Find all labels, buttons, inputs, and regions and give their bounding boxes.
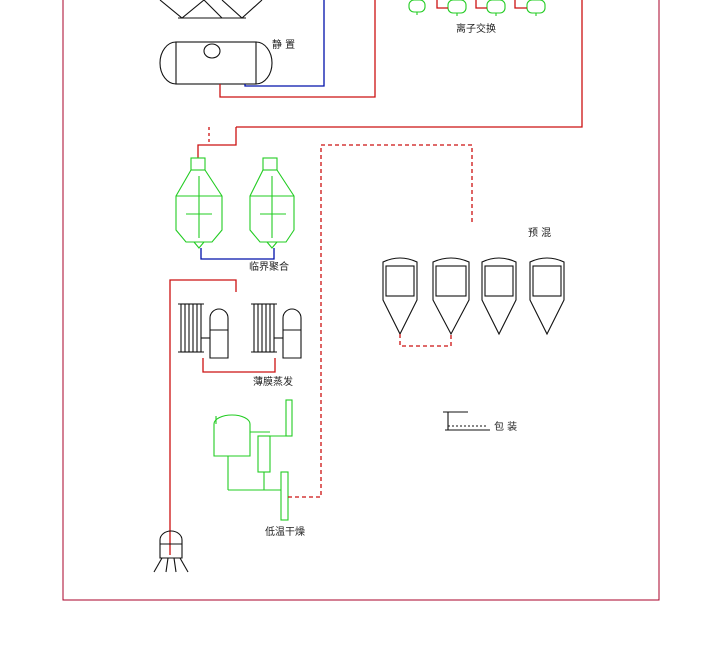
premix-silo-2 [432, 257, 470, 336]
label-settling: 静 置 [272, 38, 295, 51]
packaging-machine [443, 411, 490, 431]
reactor-left [175, 157, 223, 249]
ion-exchange-columns [408, 0, 546, 16]
pipe-reactors-outlet-blue [200, 248, 275, 260]
pipe-silos-to-packaging-dashed [399, 334, 452, 347]
premix-silos [382, 257, 565, 336]
pipe-settling-red [219, 0, 376, 98]
label-premix: 预 混 [528, 227, 551, 239]
premix-silo-3 [481, 257, 517, 336]
ion-exchange-pipes [436, 0, 527, 9]
premix-silo-4 [529, 257, 565, 336]
pipe-evaporators-outlet-red [202, 358, 276, 373]
label-ion-exchange: 离子交换 [456, 22, 496, 35]
pipe-reactor-manifold [197, 127, 237, 158]
label-packaging: 包 装 [494, 420, 517, 433]
storage-tank [153, 530, 189, 573]
premix-silo-1 [382, 257, 418, 336]
pipe-settling-blue [244, 0, 325, 87]
pipe-to-evaporators-red [169, 279, 237, 555]
diagram-frame [62, 0, 660, 601]
label-thin-film-evaporation: 薄膜蒸发 [253, 375, 293, 388]
label-critical-polymerization: 临界聚合 [249, 260, 289, 273]
pipe-ion-exchange-to-reactors [236, 0, 583, 128]
reactor-right [249, 157, 295, 249]
label-low-temp-drying: 低温干燥 [265, 525, 305, 538]
low-temp-dryer [213, 399, 293, 521]
settling-tank [159, 0, 273, 85]
thin-film-evaporators [178, 303, 302, 359]
pipe-dryer-to-premix-dashed [288, 144, 473, 498]
